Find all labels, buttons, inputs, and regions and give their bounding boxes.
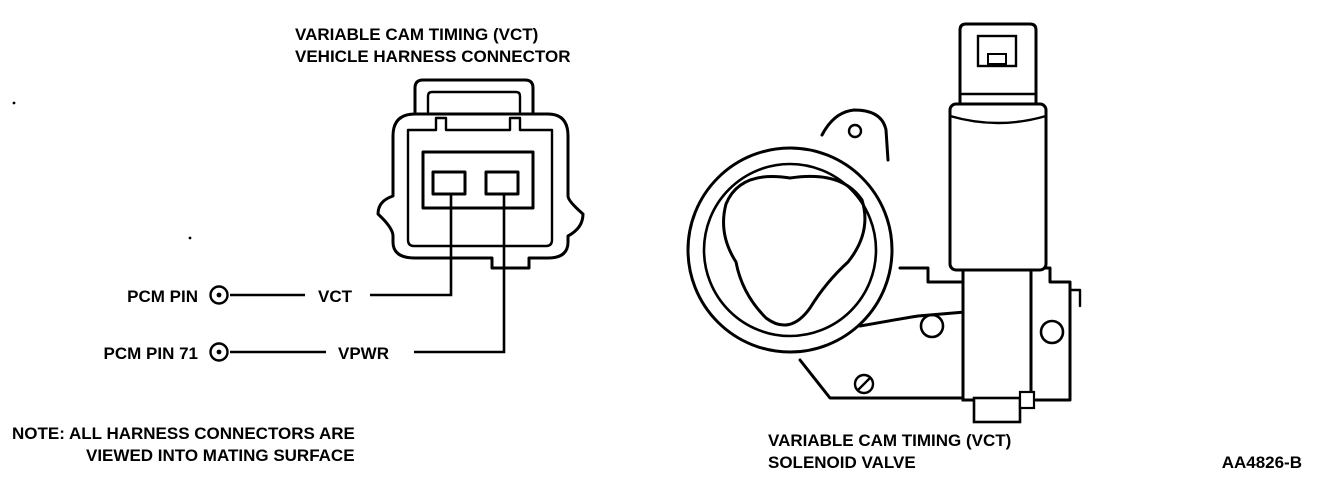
base-hole-right [1039, 319, 1065, 345]
terminal-vpwr [484, 170, 520, 196]
cam-trilobe [722, 174, 867, 327]
solenoid-title-line1: VARIABLE CAM TIMING (VCT) [768, 431, 1011, 450]
terminal-cavity [421, 150, 535, 210]
solenoid-title-line2: SOLENOID VALVE [768, 453, 916, 472]
solenoid-connector-shell [958, 22, 1038, 106]
harness-wires [230, 194, 506, 354]
pcm-pin-vpwr-dot [216, 349, 222, 355]
connector-title-line2: VEHICLE HARNESS CONNECTOR [295, 47, 571, 66]
pcm-pin-label-1: PCM PIN [127, 287, 198, 306]
signal-label-vct: VCT [318, 287, 353, 306]
connector-title-line1: VARIABLE CAM TIMING (VCT) [295, 25, 538, 44]
pcm-pin-label-2: PCM PIN 71 [104, 344, 198, 363]
solenoid-connector-pin [987, 53, 1007, 65]
mounting-ear [820, 108, 890, 162]
base-bolt-slot [856, 376, 872, 392]
connector-outer-shell [376, 112, 585, 270]
signal-label-vpwr: VPWR [338, 344, 389, 363]
pcm-pin-vct-dot [216, 292, 222, 298]
cam-housing-outer [686, 146, 894, 354]
cam-housing-inner [702, 162, 878, 338]
solenoid-valve [686, 22, 1082, 424]
ear-hole [847, 123, 863, 139]
base-plate-upper [898, 266, 1072, 402]
note-line1: NOTE: ALL HARNESS CONNECTORS ARE [12, 424, 355, 443]
wire-vct-right [370, 194, 453, 297]
note-line2: VIEWED INTO MATING SURFACE [86, 446, 355, 465]
connector-inner-shell [406, 116, 554, 248]
solenoid-connector-socket [976, 34, 1018, 68]
base-plate-lower [798, 310, 967, 400]
cylinder-top-curve [948, 114, 1048, 125]
harness-connector [376, 78, 585, 270]
solenoid-tip-tab [1018, 390, 1036, 410]
terminal-vct [431, 170, 467, 196]
base-plate-tab [1068, 288, 1082, 308]
speck-2 [188, 236, 192, 240]
base-hole-left [919, 313, 945, 339]
connector-latch-outer [413, 78, 535, 116]
connector-latch-inner [426, 90, 522, 114]
speck-1 [12, 101, 16, 105]
figure-id: AA4826-B [1222, 453, 1302, 472]
solenoid-lower-body [961, 266, 1033, 402]
wire-vpwr-right [414, 194, 506, 354]
solenoid-cylinder [948, 102, 1048, 272]
solenoid-tip [972, 396, 1022, 424]
base-bolt [853, 373, 875, 395]
